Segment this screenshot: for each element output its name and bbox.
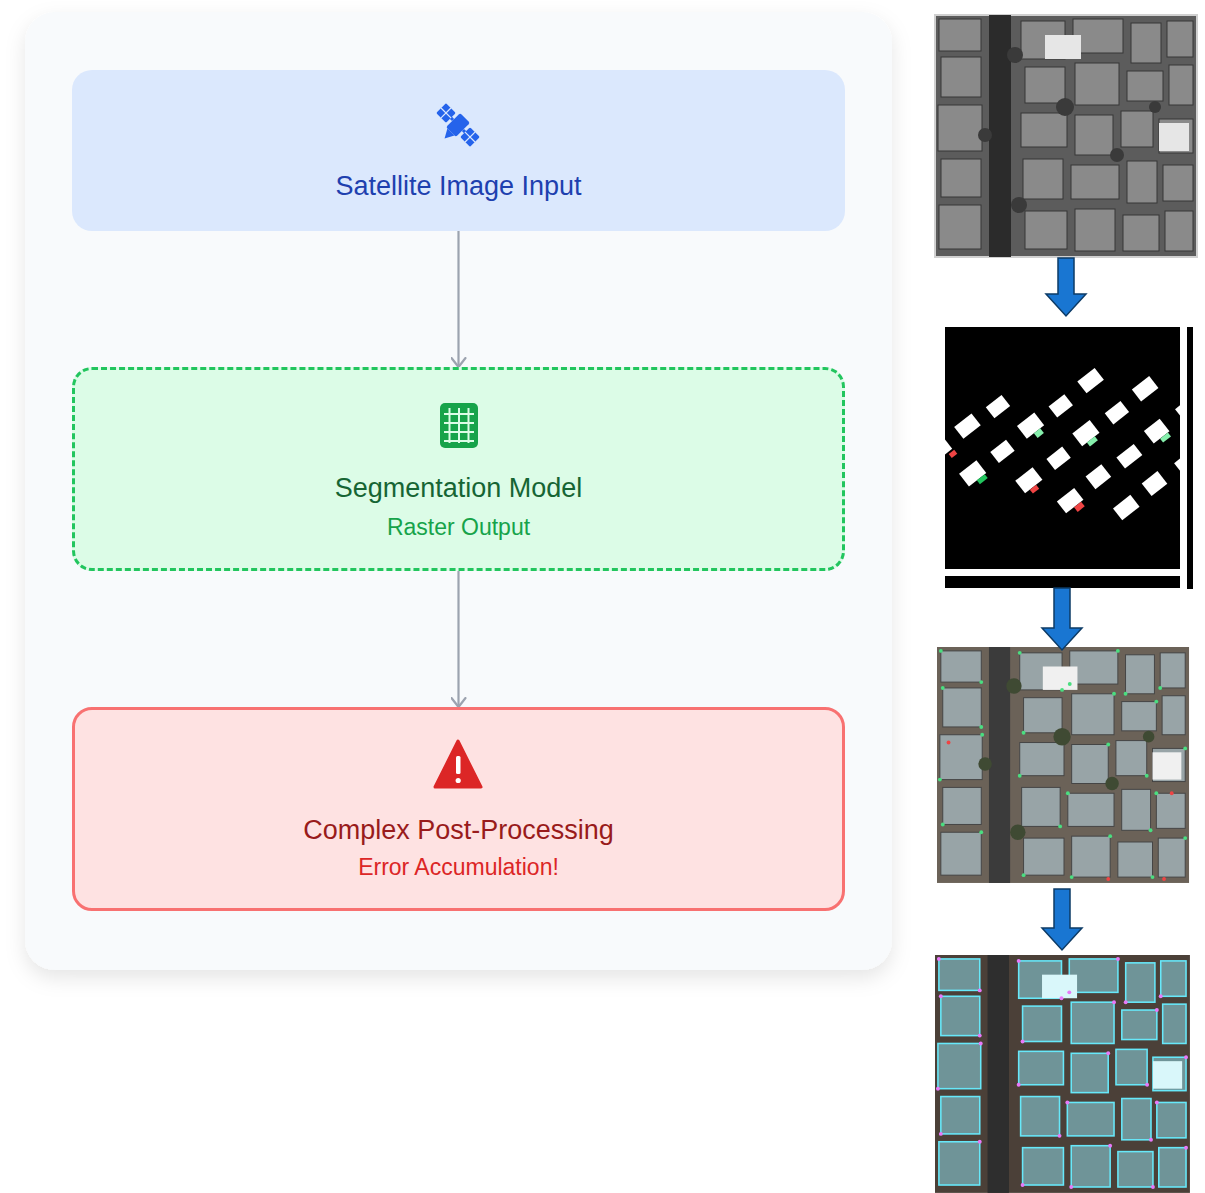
segmentation-mask xyxy=(1074,502,1085,512)
segmentation-mask xyxy=(1049,394,1073,417)
vertex-image xyxy=(940,651,1185,877)
segmentation-mask xyxy=(1113,495,1140,520)
segmentation-mask xyxy=(949,450,958,458)
flow-arrow xyxy=(1042,588,1082,650)
flow-connector xyxy=(457,231,459,367)
box-title: Complex Post-Processing xyxy=(303,814,614,846)
polygon-image xyxy=(936,957,1188,1189)
vertex-image xyxy=(978,678,1154,840)
flow-arrow xyxy=(1046,258,1086,316)
box-title: Satellite Image Input xyxy=(335,170,581,202)
segmentation-mask xyxy=(945,327,1180,569)
satellite-icon xyxy=(436,103,456,123)
segmentation-mask xyxy=(1087,436,1098,446)
polygon-image xyxy=(988,955,1009,1193)
polygon-image xyxy=(1042,975,1182,1089)
box-subtitle: Error Accumulation! xyxy=(358,854,559,882)
satellite-image xyxy=(1045,35,1189,151)
vertex-image xyxy=(1043,667,1182,780)
grid-icon xyxy=(440,403,478,448)
segmentation-mask xyxy=(1030,485,1039,494)
segmentation-mask xyxy=(986,395,1010,418)
segmentation-mask xyxy=(1015,467,1042,493)
box-title: Segmentation Model xyxy=(335,472,583,504)
segmentation-mask xyxy=(1034,428,1044,438)
satellite-icon xyxy=(462,129,466,133)
segmentation-mask xyxy=(990,440,1014,463)
panel-card xyxy=(25,12,892,970)
polygon-image xyxy=(938,959,1186,1187)
grid-icon xyxy=(449,408,451,443)
satellite-icon xyxy=(446,113,470,137)
satellite-icon xyxy=(465,132,475,142)
satellite-image xyxy=(935,15,1197,257)
satellite-icon xyxy=(428,101,482,155)
vertex-image xyxy=(937,647,1189,883)
segmentation-mask xyxy=(1017,413,1044,439)
segmentation-mask xyxy=(977,474,988,484)
flow-arrow xyxy=(1042,889,1082,950)
segmentation-mask xyxy=(1142,471,1168,496)
segmentation-mask xyxy=(945,576,1180,588)
segmentation-mask xyxy=(1132,376,1159,401)
warning-icon xyxy=(435,741,481,787)
satellite-image xyxy=(935,15,1197,257)
grid-icon xyxy=(444,440,474,442)
polygon-image xyxy=(935,955,1190,1193)
satellite-icon xyxy=(450,117,454,121)
vertex-image xyxy=(1162,877,1166,881)
grid-icon xyxy=(458,408,460,443)
vertex-image xyxy=(937,647,1189,883)
satellite-icon xyxy=(460,127,480,147)
segmentation-mask xyxy=(927,299,1205,589)
segmentation-mask xyxy=(1086,464,1112,489)
grid-icon xyxy=(444,413,474,415)
warning-icon xyxy=(435,741,481,787)
segmentation-mask xyxy=(1160,433,1171,443)
grid-icon xyxy=(444,408,474,443)
grid-icon xyxy=(444,431,474,433)
input-box: Satellite Image Input xyxy=(72,70,845,231)
vertex-image xyxy=(947,741,951,745)
satellite-icon xyxy=(441,129,454,142)
model-box: Segmentation ModelRaster Output xyxy=(72,367,845,571)
segmentation-mask xyxy=(1175,396,1180,421)
satellite-image xyxy=(938,19,1193,251)
grid-icon xyxy=(444,422,474,424)
segmentation-mask xyxy=(945,327,1180,569)
satellite-icon xyxy=(441,108,451,118)
warning-icon xyxy=(456,778,461,783)
vertex-image xyxy=(1170,791,1174,795)
segmentation-mask xyxy=(1174,450,1180,475)
segmentation-mask xyxy=(954,413,981,438)
segmentation-mask xyxy=(959,460,986,486)
polygon-image xyxy=(935,955,1190,1193)
segmentation-mask xyxy=(1072,420,1099,446)
satellite-image xyxy=(989,15,1011,257)
satellite-icon xyxy=(465,132,475,142)
segmentation-mask xyxy=(1187,327,1193,589)
grid-icon xyxy=(468,408,470,443)
postprocess-box: Complex Post-ProcessingError Accumulatio… xyxy=(72,707,845,911)
segmentation-mask xyxy=(1105,401,1129,424)
segmentation-mask xyxy=(1046,447,1070,470)
satellite-icon xyxy=(436,103,480,147)
flow-arrow xyxy=(1042,258,1086,950)
segmentation-mask xyxy=(945,327,1180,569)
segmentation-mask xyxy=(945,438,952,461)
satellite-icon xyxy=(441,108,451,118)
vertex-image xyxy=(938,649,1187,879)
grid-icon xyxy=(440,403,478,448)
box-subtitle: Raster Output xyxy=(387,514,530,542)
flow-connector xyxy=(457,571,459,707)
warning-icon xyxy=(456,756,461,774)
segmentation-mask xyxy=(1077,368,1104,393)
vertex-image xyxy=(1106,877,1110,881)
vertex-image xyxy=(989,647,1010,883)
segmentation-mask xyxy=(1116,444,1142,469)
satellite-image xyxy=(978,47,1161,213)
